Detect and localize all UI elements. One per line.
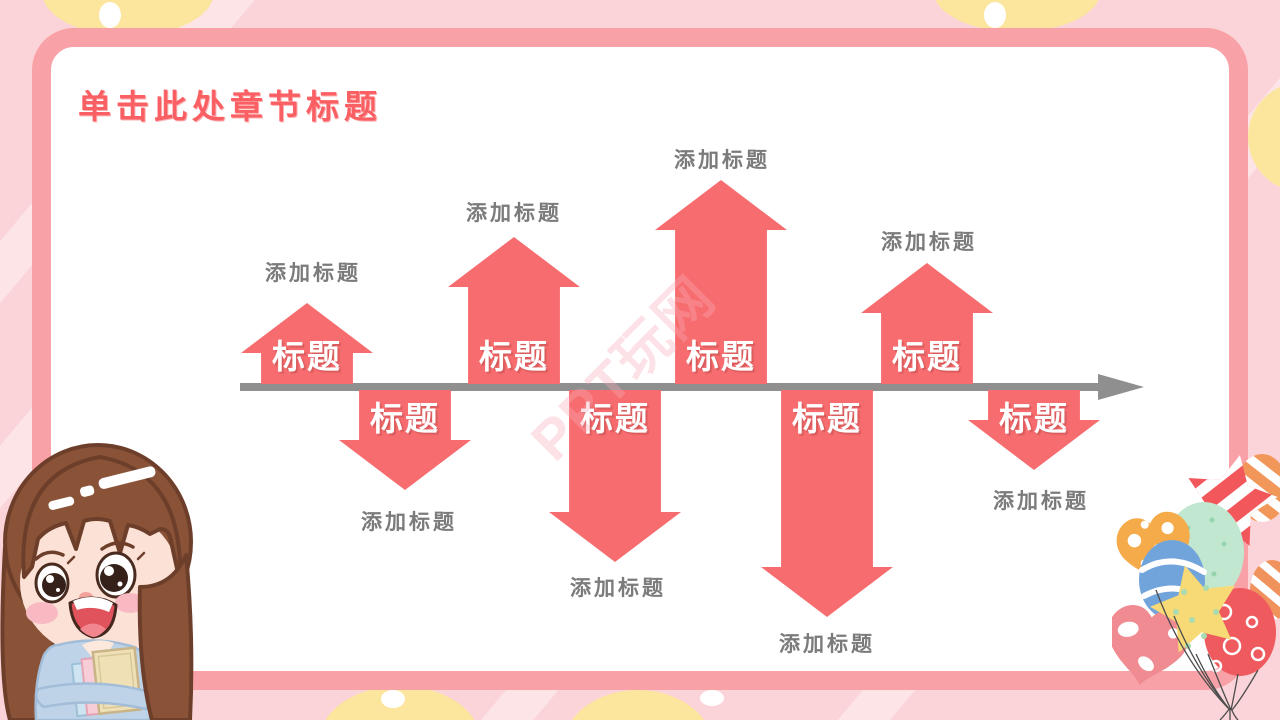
arrow-caption-3[interactable]: 添加标题 [466, 202, 562, 225]
arrow-caption-5[interactable]: 添加标题 [674, 149, 770, 172]
timeline-down-arrow-3[interactable]: 标题 [761, 390, 893, 617]
arrow-title-text: 标题 [370, 400, 440, 437]
arrow-caption-8[interactable]: 添加标题 [993, 490, 1089, 513]
cartoon-girl-illustration [0, 443, 194, 720]
timeline-up-arrow-3[interactable]: 标题 [655, 180, 787, 384]
blob-dot [700, 690, 724, 706]
arrow-title-text: 标题 [479, 338, 549, 375]
arrow-title-text: 标题 [792, 400, 862, 437]
arrow-title-text: 标题 [272, 338, 342, 375]
balloon-cluster-illustration [1112, 445, 1280, 720]
yellow-blob [1248, 82, 1280, 192]
arrow-caption-4[interactable]: 添加标题 [570, 577, 666, 600]
blob-dot [99, 2, 121, 28]
timeline-line [240, 383, 1102, 391]
arrow-caption-1[interactable]: 添加标题 [265, 262, 361, 285]
arrow-title-text: 标题 [580, 400, 650, 437]
arrow-caption-2[interactable]: 添加标题 [361, 511, 457, 534]
slide-card [32, 28, 1248, 690]
arrow-title-text: 标题 [686, 338, 756, 375]
arrow-caption-7[interactable]: 添加标题 [881, 231, 977, 254]
blob-dot [984, 2, 1006, 28]
arrow-title-text: 标题 [892, 338, 962, 375]
arrow-caption-6[interactable]: 添加标题 [779, 633, 875, 656]
section-title[interactable]: 单击此处章节标题 [78, 88, 382, 125]
arrow-title-text: 标题 [999, 400, 1069, 437]
blob-dot [381, 690, 405, 708]
yellow-blob [562, 690, 714, 720]
